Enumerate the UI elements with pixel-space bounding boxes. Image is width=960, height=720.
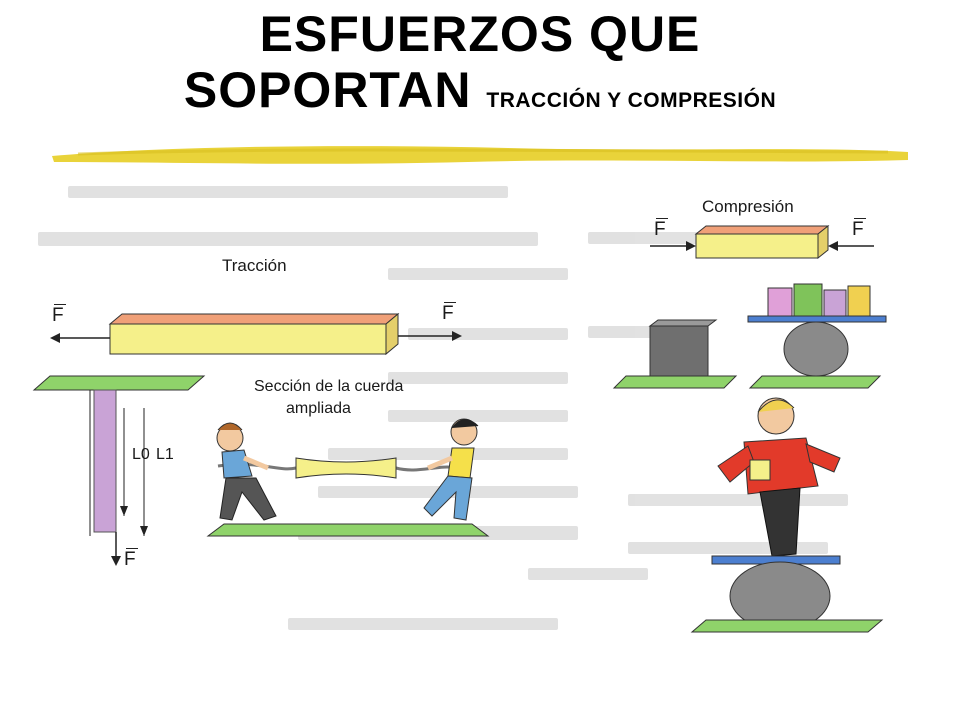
force-label-compression-right: F	[852, 218, 866, 241]
compresion-label: Compresión	[702, 197, 794, 216]
force-label-traction-left: F	[52, 304, 66, 327]
force-label-traction-right: F	[442, 302, 456, 325]
compression-bar	[650, 224, 874, 260]
traction-bar	[50, 312, 462, 356]
title-line-1: ESFUERZOS QUE	[259, 6, 701, 62]
l1-label: L1	[156, 446, 174, 463]
kid-left	[216, 422, 277, 521]
title-line-2-main: SOPORTAN	[183, 62, 472, 118]
title-subtitle: TRACCIÓN Y COMPRESIÓN	[486, 89, 777, 112]
kid-right	[423, 418, 479, 521]
force-label-compression-left: F	[654, 218, 668, 241]
highlighter-stroke	[52, 146, 908, 164]
title-line-2: SOPORTAN TRACCIÓN Y COMPRESIÓN	[0, 62, 960, 129]
hanging-rod	[32, 375, 206, 566]
slide-title: ESFUERZOS QUE SOPORTAN TRACCIÓN Y COMPRE…	[0, 6, 960, 129]
force-label-rod: F	[124, 548, 138, 571]
gift-boxes	[747, 283, 887, 323]
seccion-label-2: ampliada	[286, 400, 351, 417]
seccion-label-1: Sección de la cuerda	[254, 378, 404, 395]
l0-label: L0	[132, 446, 150, 463]
waiter	[690, 397, 884, 633]
figure-illustration	[32, 186, 887, 633]
traccion-label: Tracción	[222, 256, 287, 275]
